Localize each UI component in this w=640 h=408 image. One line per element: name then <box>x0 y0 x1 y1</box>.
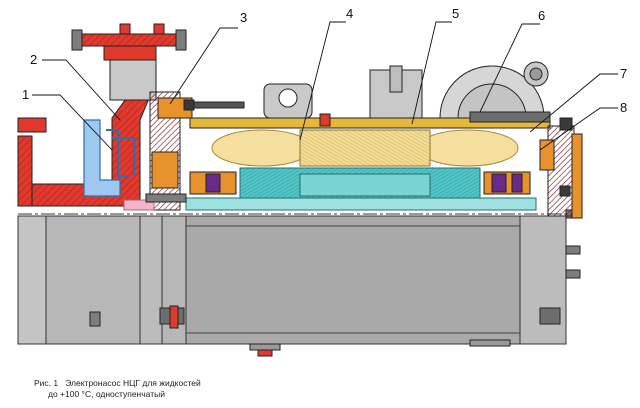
callout-6: 6 <box>538 8 545 23</box>
caption-line2: до +100 °С, одноступенчатый <box>48 389 165 399</box>
stator-winding-upper <box>211 129 519 167</box>
motor-top <box>189 61 551 129</box>
caption-prefix: Рис. 1 <box>34 378 59 388</box>
callout-1: 1 <box>22 87 29 102</box>
callout-7: 7 <box>620 66 627 81</box>
callout-5: 5 <box>452 6 459 21</box>
callout-2: 2 <box>30 52 37 67</box>
stator-core <box>185 167 537 211</box>
callout-4: 4 <box>346 6 353 21</box>
callout-3: 3 <box>240 10 247 25</box>
rear-end-shield <box>539 117 583 219</box>
front-flange <box>149 91 245 211</box>
caption-line1: Электронасос НЦГ для жидкостей <box>65 378 201 388</box>
shaft <box>18 193 580 215</box>
figure-caption: Рис. 1 Электронасос НЦГ для жидкостей до… <box>34 378 201 400</box>
leader-lines <box>32 21 618 151</box>
motor-housing-lower <box>17 209 581 357</box>
bearings <box>189 171 531 195</box>
impeller <box>83 119 135 197</box>
callout-8: 8 <box>620 100 627 115</box>
